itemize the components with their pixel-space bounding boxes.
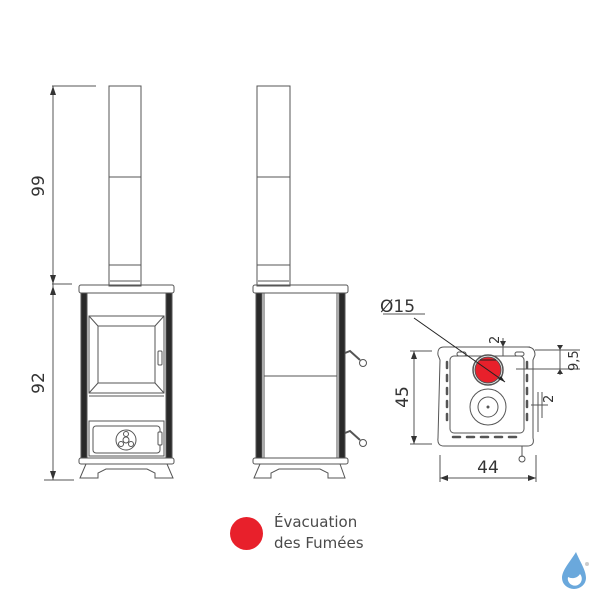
legend-label: Évacuation des Fumées bbox=[274, 512, 364, 554]
water-drop-icon bbox=[562, 552, 589, 589]
dim-flue-diameter: Ø15 bbox=[380, 297, 415, 317]
legend: Évacuation des Fumées bbox=[230, 512, 364, 554]
dim-side-clearance: 2 bbox=[542, 395, 557, 403]
top-view bbox=[383, 313, 580, 482]
dim-width: 44 bbox=[477, 458, 499, 478]
legend-line-1: Évacuation bbox=[274, 513, 358, 531]
dim-flue-offset-top: 2 bbox=[488, 336, 503, 344]
legend-line-2: des Fumées bbox=[274, 534, 364, 552]
dim-stove-height: 92 bbox=[29, 372, 49, 394]
side-view bbox=[252, 85, 367, 479]
dim-flue-offset-side: 9,5 bbox=[567, 350, 582, 371]
dim-flue-height: 99 bbox=[29, 175, 49, 197]
front-view bbox=[44, 85, 175, 481]
dim-depth: 45 bbox=[393, 386, 413, 408]
flue-exhaust-swatch bbox=[230, 516, 263, 550]
